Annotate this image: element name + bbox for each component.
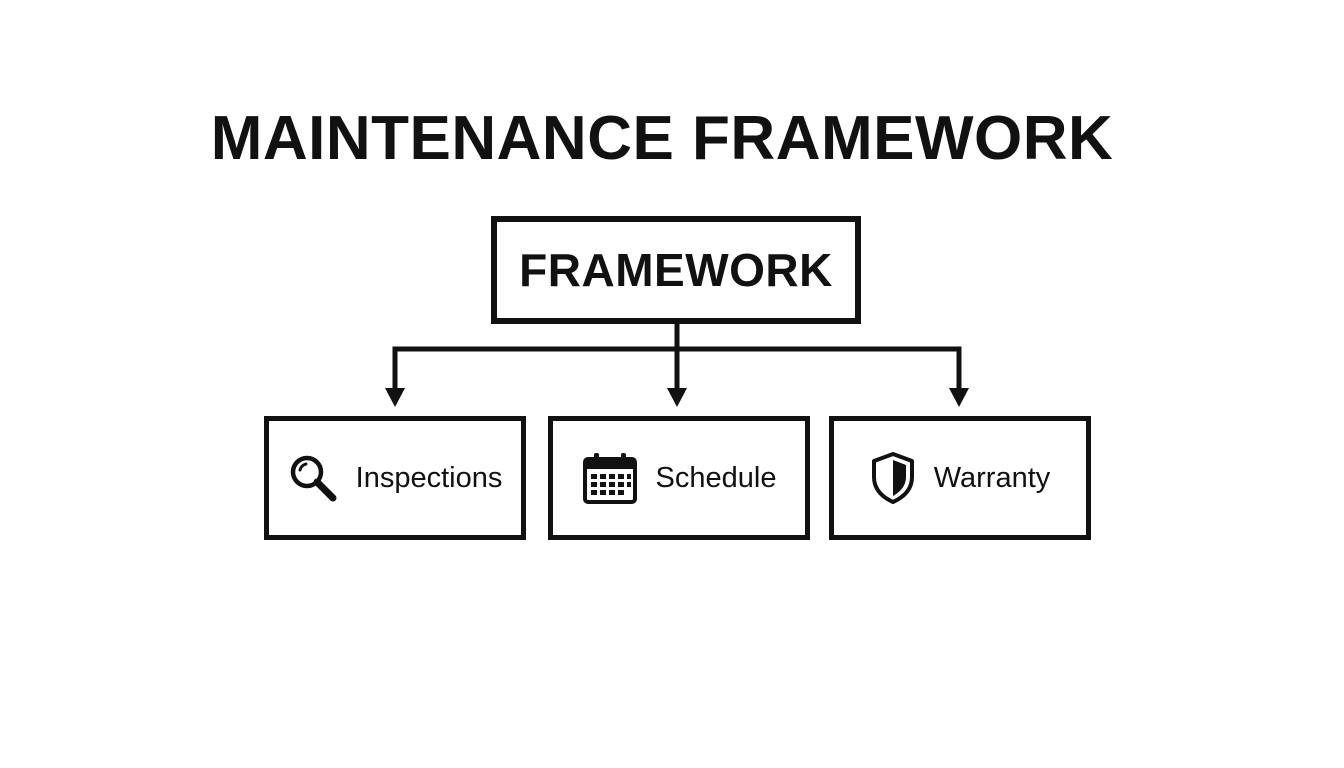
- arrowhead-center: [667, 388, 687, 407]
- diagram-title: MAINTENANCE FRAMEWORK: [210, 104, 1114, 173]
- arrowhead-left: [385, 388, 405, 407]
- inspections-node: Inspections: [264, 416, 526, 540]
- warranty-node: Warranty: [829, 416, 1091, 540]
- warranty-label: Warranty: [933, 461, 1051, 494]
- framework-node-label: FRAMEWORK: [519, 244, 833, 296]
- framework-node: FRAMEWORK: [491, 216, 861, 324]
- schedule-label: Schedule: [655, 461, 777, 494]
- shield-icon: [870, 451, 916, 505]
- schedule-node: Schedule: [548, 416, 810, 540]
- inspections-label: Inspections: [355, 461, 503, 494]
- calendar-icon: [582, 451, 638, 505]
- arrowhead-right: [949, 388, 969, 407]
- magnifying-glass-icon: [288, 453, 338, 503]
